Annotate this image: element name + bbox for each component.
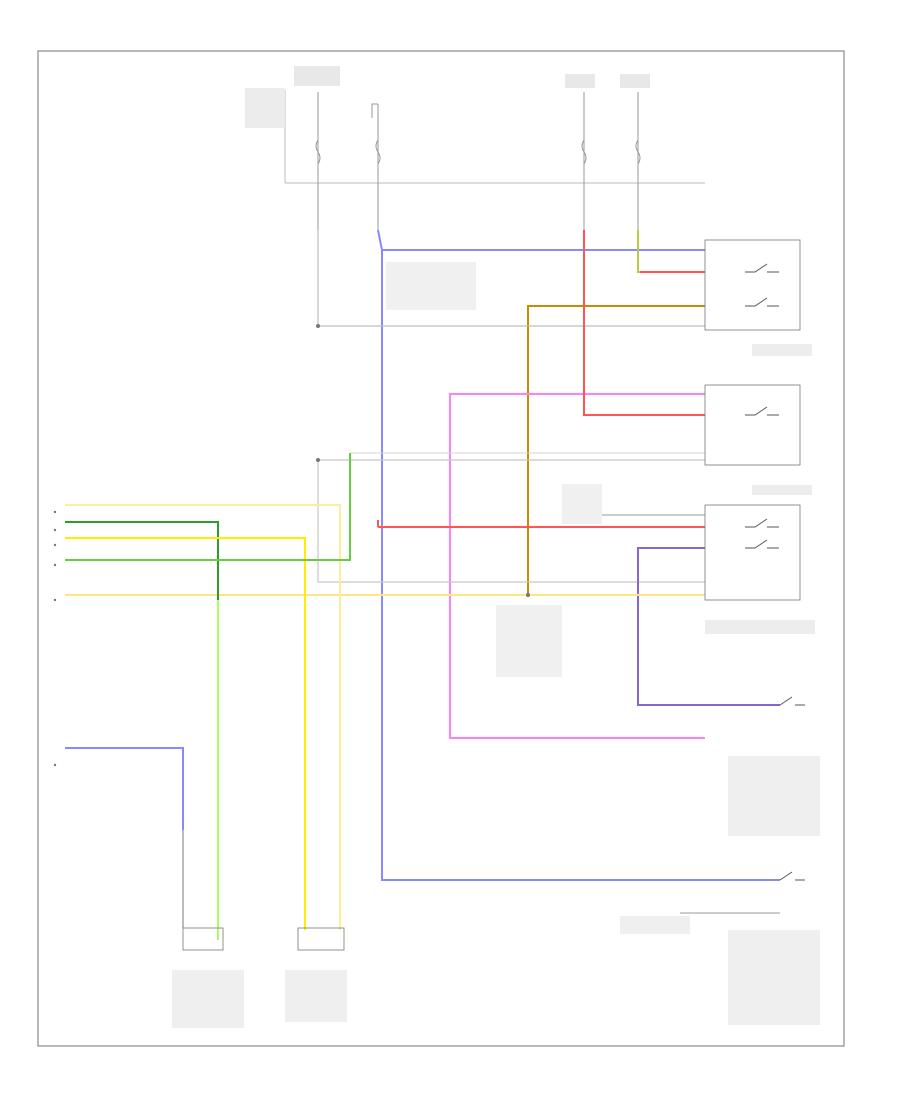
switch-symbol-2 [745,297,779,307]
fuse-2 [371,103,378,118]
wire-blue-red-lower [637,547,780,706]
wire-blue-lower-left [65,747,184,830]
splice-dot [316,458,320,462]
pin-marker [53,598,57,602]
left-connector-pins [53,510,57,767]
center-module-label [496,605,562,677]
fuse-2-symbol [375,139,381,165]
sensor-left [182,927,224,951]
relay-label-block-1 [728,756,820,836]
pin-marker [53,763,57,767]
center-upper-note [386,262,476,310]
component-upper-label [752,344,812,356]
fuse-header-label-1 [294,66,340,86]
relay-label-block-2 [728,930,820,1025]
wire-dark-green [65,521,219,940]
wire-blue-main [377,229,780,881]
component-lower-label [752,485,812,495]
switch-symbol-6 [779,696,805,706]
pin-marker [53,543,57,547]
module-label-block [620,916,690,934]
wire-light-yellow [65,504,341,930]
wire-harness [65,229,780,940]
bottom-left-sensors [172,830,347,1028]
sensor-left-label [172,970,244,1028]
component-middle [704,384,801,466]
fuse-1-symbol [315,139,321,165]
switch-symbol-5 [745,539,779,549]
sensor-right [297,927,345,951]
switch-symbol-7 [779,871,805,881]
switch-symbol-1 [745,263,779,273]
sensor-right-label [285,970,347,1022]
wire-orange [527,305,705,595]
switch-symbol-3 [745,406,779,416]
pin-marker [53,528,57,532]
fuse-header-label-3 [620,74,650,88]
wire-gray-fuse1 [317,230,705,327]
wire-green [65,453,351,561]
diagram-frame [37,50,845,1047]
fuse-header-label-2 [565,74,595,88]
switch-symbol-4 [745,518,779,528]
fuse-box-section [245,66,705,230]
pin-marker [53,510,57,514]
power-source-label [245,88,285,128]
splice-dot [526,593,530,597]
wire-red-fuse3 [583,230,705,416]
wire-gray-mid [317,460,705,583]
pin-marker [53,563,57,567]
right-components [620,239,820,1025]
splice-dot [316,324,320,328]
fuse-3-symbol [581,139,587,165]
component-lower-label-2 [705,620,815,634]
wire-yellow [65,537,306,930]
center-mid-label [562,484,602,524]
wire-pink [449,393,705,739]
fuse-4-symbol [635,139,641,165]
component-lower [704,504,801,601]
component-upper [704,239,801,331]
